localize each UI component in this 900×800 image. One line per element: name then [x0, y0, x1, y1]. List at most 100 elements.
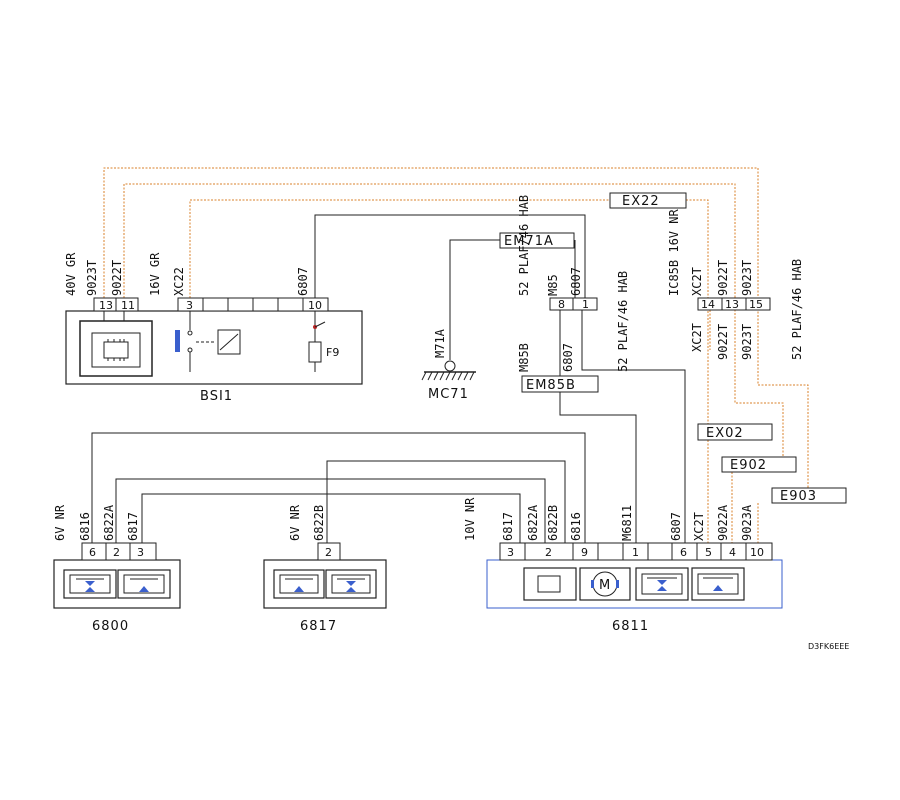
- wire-label-xc2t-b: XC2T: [692, 512, 706, 541]
- fuse-icon: [308, 341, 322, 363]
- chip-icon: [537, 575, 561, 593]
- wire-6822a: [115, 478, 546, 543]
- right-top-label-2: 52 PLAF/46 HAB: [790, 259, 804, 360]
- c6800-caption: 6800: [92, 619, 129, 634]
- wire-ex22-drop: [686, 199, 709, 424]
- wire-label-6817-a: 6817: [126, 512, 140, 541]
- wire-xc22: [189, 199, 610, 298]
- wire-9023T-outer: [103, 167, 809, 488]
- wire-label-m71a: M71A: [433, 328, 447, 358]
- c6817-module: [263, 542, 387, 609]
- c6800-pin-2: 2: [113, 546, 120, 559]
- c6811-pin-5: 5: [705, 546, 712, 559]
- wire-label-6822b-a: 6822B: [312, 505, 326, 541]
- lamp-up-icon: [346, 587, 356, 592]
- wire-6816: [91, 432, 586, 543]
- wire-label-m85b: M85B: [517, 343, 531, 372]
- wire-label-6822a-a: 6822A: [102, 504, 116, 541]
- mid-pin-1: 1: [582, 298, 589, 311]
- c6811-caption: 6811: [612, 619, 649, 634]
- c6800-module: [53, 542, 181, 609]
- right-pin-13: 13: [725, 298, 739, 311]
- svg-text:M: M: [599, 578, 610, 593]
- mid-top-label: 52 PLAF/46 HAB: [517, 195, 531, 296]
- lamp-up-icon: [713, 585, 723, 591]
- wire-6807-right: [581, 310, 686, 543]
- wire-label-m85: M85: [546, 274, 560, 296]
- c6811-pin-10: 10: [750, 546, 764, 559]
- ground-icon: [421, 360, 476, 381]
- wire-label-m6811: M6811: [620, 505, 634, 541]
- c6817-caption: 6817: [300, 619, 337, 634]
- mid-connector: [549, 297, 598, 311]
- wire-label-6822a-b: 6822A: [526, 504, 540, 541]
- wire-6822b: [326, 460, 566, 543]
- svg-text:EM85B: EM85B: [526, 378, 576, 393]
- tag-ex22: EX22: [609, 192, 687, 209]
- lamp-down-icon: [657, 580, 667, 585]
- lamp-down-icon: [85, 581, 95, 586]
- svg-text:EM71A: EM71A: [504, 234, 554, 249]
- mid-pin-8: 8: [558, 298, 565, 311]
- c6811-pin-2: 2: [545, 546, 552, 559]
- c6800-pin-3: 3: [137, 546, 144, 559]
- tag-ex02: EX02: [697, 423, 773, 441]
- right-top-label-1: IC85B 16V NR: [667, 209, 681, 296]
- c6800-connector-label: 6V NR: [53, 504, 67, 541]
- c6800-pin-6: 6: [89, 546, 96, 559]
- tag-em85b: EM85B: [521, 375, 599, 393]
- wire-label-xc22: XC22: [172, 267, 186, 296]
- wire-label-6807-mid-top: 6807: [569, 267, 583, 296]
- fuse-label: F9: [326, 346, 339, 359]
- right-connector: [697, 297, 771, 311]
- wire-9022T-outer: [123, 183, 784, 457]
- wire-label-9022t: 9022T: [110, 260, 124, 296]
- wire-label-9022a: 9022A: [716, 504, 730, 541]
- wire-6817: [141, 493, 521, 543]
- bsi-pin-10: 10: [308, 299, 322, 312]
- tag-em71a: EM71A: [499, 232, 575, 249]
- diagram-reference: D3FK6EEE: [808, 642, 849, 651]
- wire-label-xc2t-top: XC2T: [690, 267, 704, 296]
- c6817-pin-2: 2: [325, 546, 332, 559]
- mid-bottom-label: 52 PLAF/46 HAB: [616, 271, 630, 372]
- wire-m71a: [449, 239, 500, 360]
- c6811-module: M: [486, 542, 783, 609]
- orange-wires: [103, 167, 809, 543]
- c6811-connector-label: 10V NR: [463, 497, 477, 541]
- bsi-pin-13: 13: [99, 299, 113, 312]
- c6811-pin-3: 3: [507, 546, 514, 559]
- svg-text:E902: E902: [730, 458, 767, 473]
- wire-label-6807: 6807: [296, 267, 310, 296]
- lamp-up-icon: [294, 586, 304, 592]
- tag-e902: E902: [721, 456, 797, 473]
- svg-text:EX02: EX02: [706, 426, 744, 441]
- svg-text:E903: E903: [780, 489, 817, 504]
- wire-label-6822b-b: 6822B: [546, 505, 560, 541]
- relay-contact-icon: [175, 330, 180, 352]
- c6817-connector-label: 6V NR: [288, 504, 302, 541]
- bsi-pin-11: 11: [121, 299, 135, 312]
- c6811-pin-1: 1: [632, 546, 639, 559]
- right-pin-14: 14: [701, 298, 715, 311]
- wire-label-9023t-bottom: 9023T: [740, 324, 754, 360]
- bsi-connector-40v-label: 40V GR: [64, 252, 78, 296]
- wire-label-6807-b: 6807: [669, 512, 683, 541]
- wire-label-9023t-top: 9023T: [740, 260, 754, 296]
- wire-em85b-down: [559, 392, 637, 543]
- bsi-connector-16v-label: 16V GR: [148, 252, 162, 296]
- wire-label-6807-mid-bottom: 6807: [561, 343, 575, 372]
- right-pin-15: 15: [749, 298, 763, 311]
- wire-label-9023t: 9023T: [85, 260, 99, 296]
- wire-label-6816-a: 6816: [78, 512, 92, 541]
- wire-label-6816-b: 6816: [569, 512, 583, 541]
- tag-e903: E903: [771, 487, 847, 504]
- lamp-up-icon: [85, 587, 95, 592]
- lamp-down-icon: [346, 581, 356, 586]
- wire-label-xc2t-bottom: XC2T: [690, 323, 704, 352]
- wire-label-9022t-top: 9022T: [716, 260, 730, 296]
- wire-6807-top: [314, 214, 586, 298]
- wire-label-6817-b: 6817: [501, 512, 515, 541]
- wire-label-9022t-bottom: 9022T: [716, 324, 730, 360]
